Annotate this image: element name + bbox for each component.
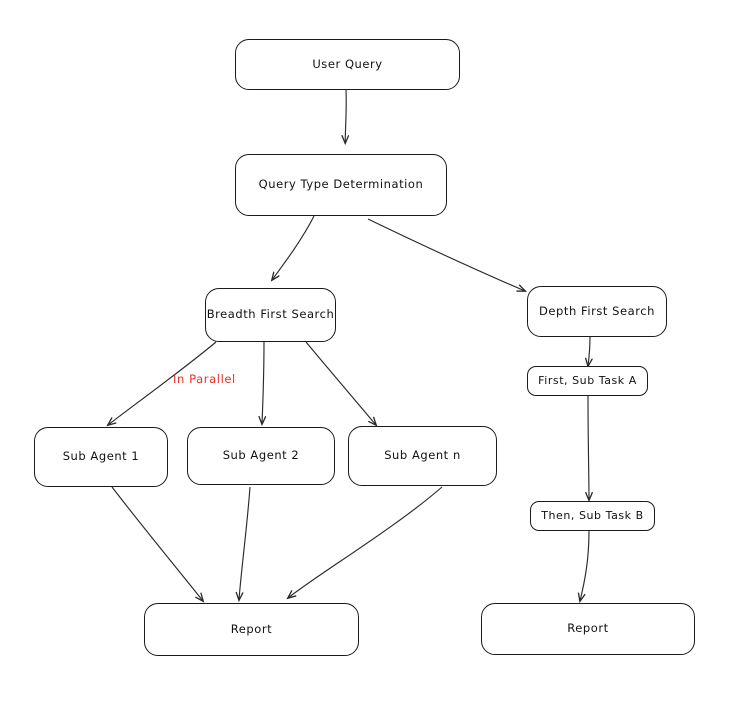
node-depth-first-search-label: Depth First Search xyxy=(539,303,655,318)
node-breadth-first-search-label: Breadth First Search xyxy=(206,307,335,322)
node-report-right-label: Report xyxy=(567,621,609,636)
node-user-query-label: User Query xyxy=(312,56,383,71)
node-first-sub-task-a[interactable]: First, Sub Task A xyxy=(527,366,648,396)
edge-user-query-to-query-type xyxy=(345,89,346,143)
edge-then-sub-task-b-to-report xyxy=(580,530,590,601)
edge-sub-agent-n-to-report xyxy=(288,486,443,598)
edge-dfs-to-first-sub-task-a xyxy=(588,336,590,366)
node-sub-agent-2-label: Sub Agent 2 xyxy=(222,448,300,463)
node-user-query[interactable]: User Query xyxy=(235,39,460,90)
node-depth-first-search[interactable]: Depth First Search xyxy=(527,286,667,337)
edge-first-sub-task-a-to-then-sub-task-b xyxy=(588,395,589,500)
node-query-type-determination[interactable]: Query Type Determination xyxy=(235,154,447,216)
edge-query-type-to-bfs xyxy=(272,215,315,280)
edge-sub-agent-1-to-report xyxy=(111,486,203,601)
edge-sub-agent-2-to-report xyxy=(239,486,251,600)
edge-bfs-to-sub-agent-2 xyxy=(262,341,264,424)
node-sub-agent-n[interactable]: Sub Agent n xyxy=(348,426,497,486)
edge-bfs-to-sub-agent-n xyxy=(305,341,376,425)
node-sub-agent-1[interactable]: Sub Agent 1 xyxy=(34,427,168,487)
node-report-right[interactable]: Report xyxy=(481,603,695,655)
node-report-left-label: Report xyxy=(230,621,273,636)
edge-label-in-parallel: In Parallel xyxy=(173,372,236,386)
node-sub-agent-n-label: Sub Agent n xyxy=(384,448,461,463)
node-report-left[interactable]: Report xyxy=(144,603,359,656)
node-breadth-first-search[interactable]: Breadth First Search xyxy=(205,288,336,342)
node-query-type-determination-label: Query Type Determination xyxy=(258,177,424,192)
node-sub-agent-1-label: Sub Agent 1 xyxy=(62,449,140,464)
node-sub-agent-2[interactable]: Sub Agent 2 xyxy=(187,427,335,485)
node-first-sub-task-a-label: First, Sub Task A xyxy=(538,374,637,388)
node-then-sub-task-b-label: Then, Sub Task B xyxy=(541,509,644,523)
edge-query-type-to-dfs xyxy=(367,218,525,291)
node-then-sub-task-b[interactable]: Then, Sub Task B xyxy=(530,501,655,531)
